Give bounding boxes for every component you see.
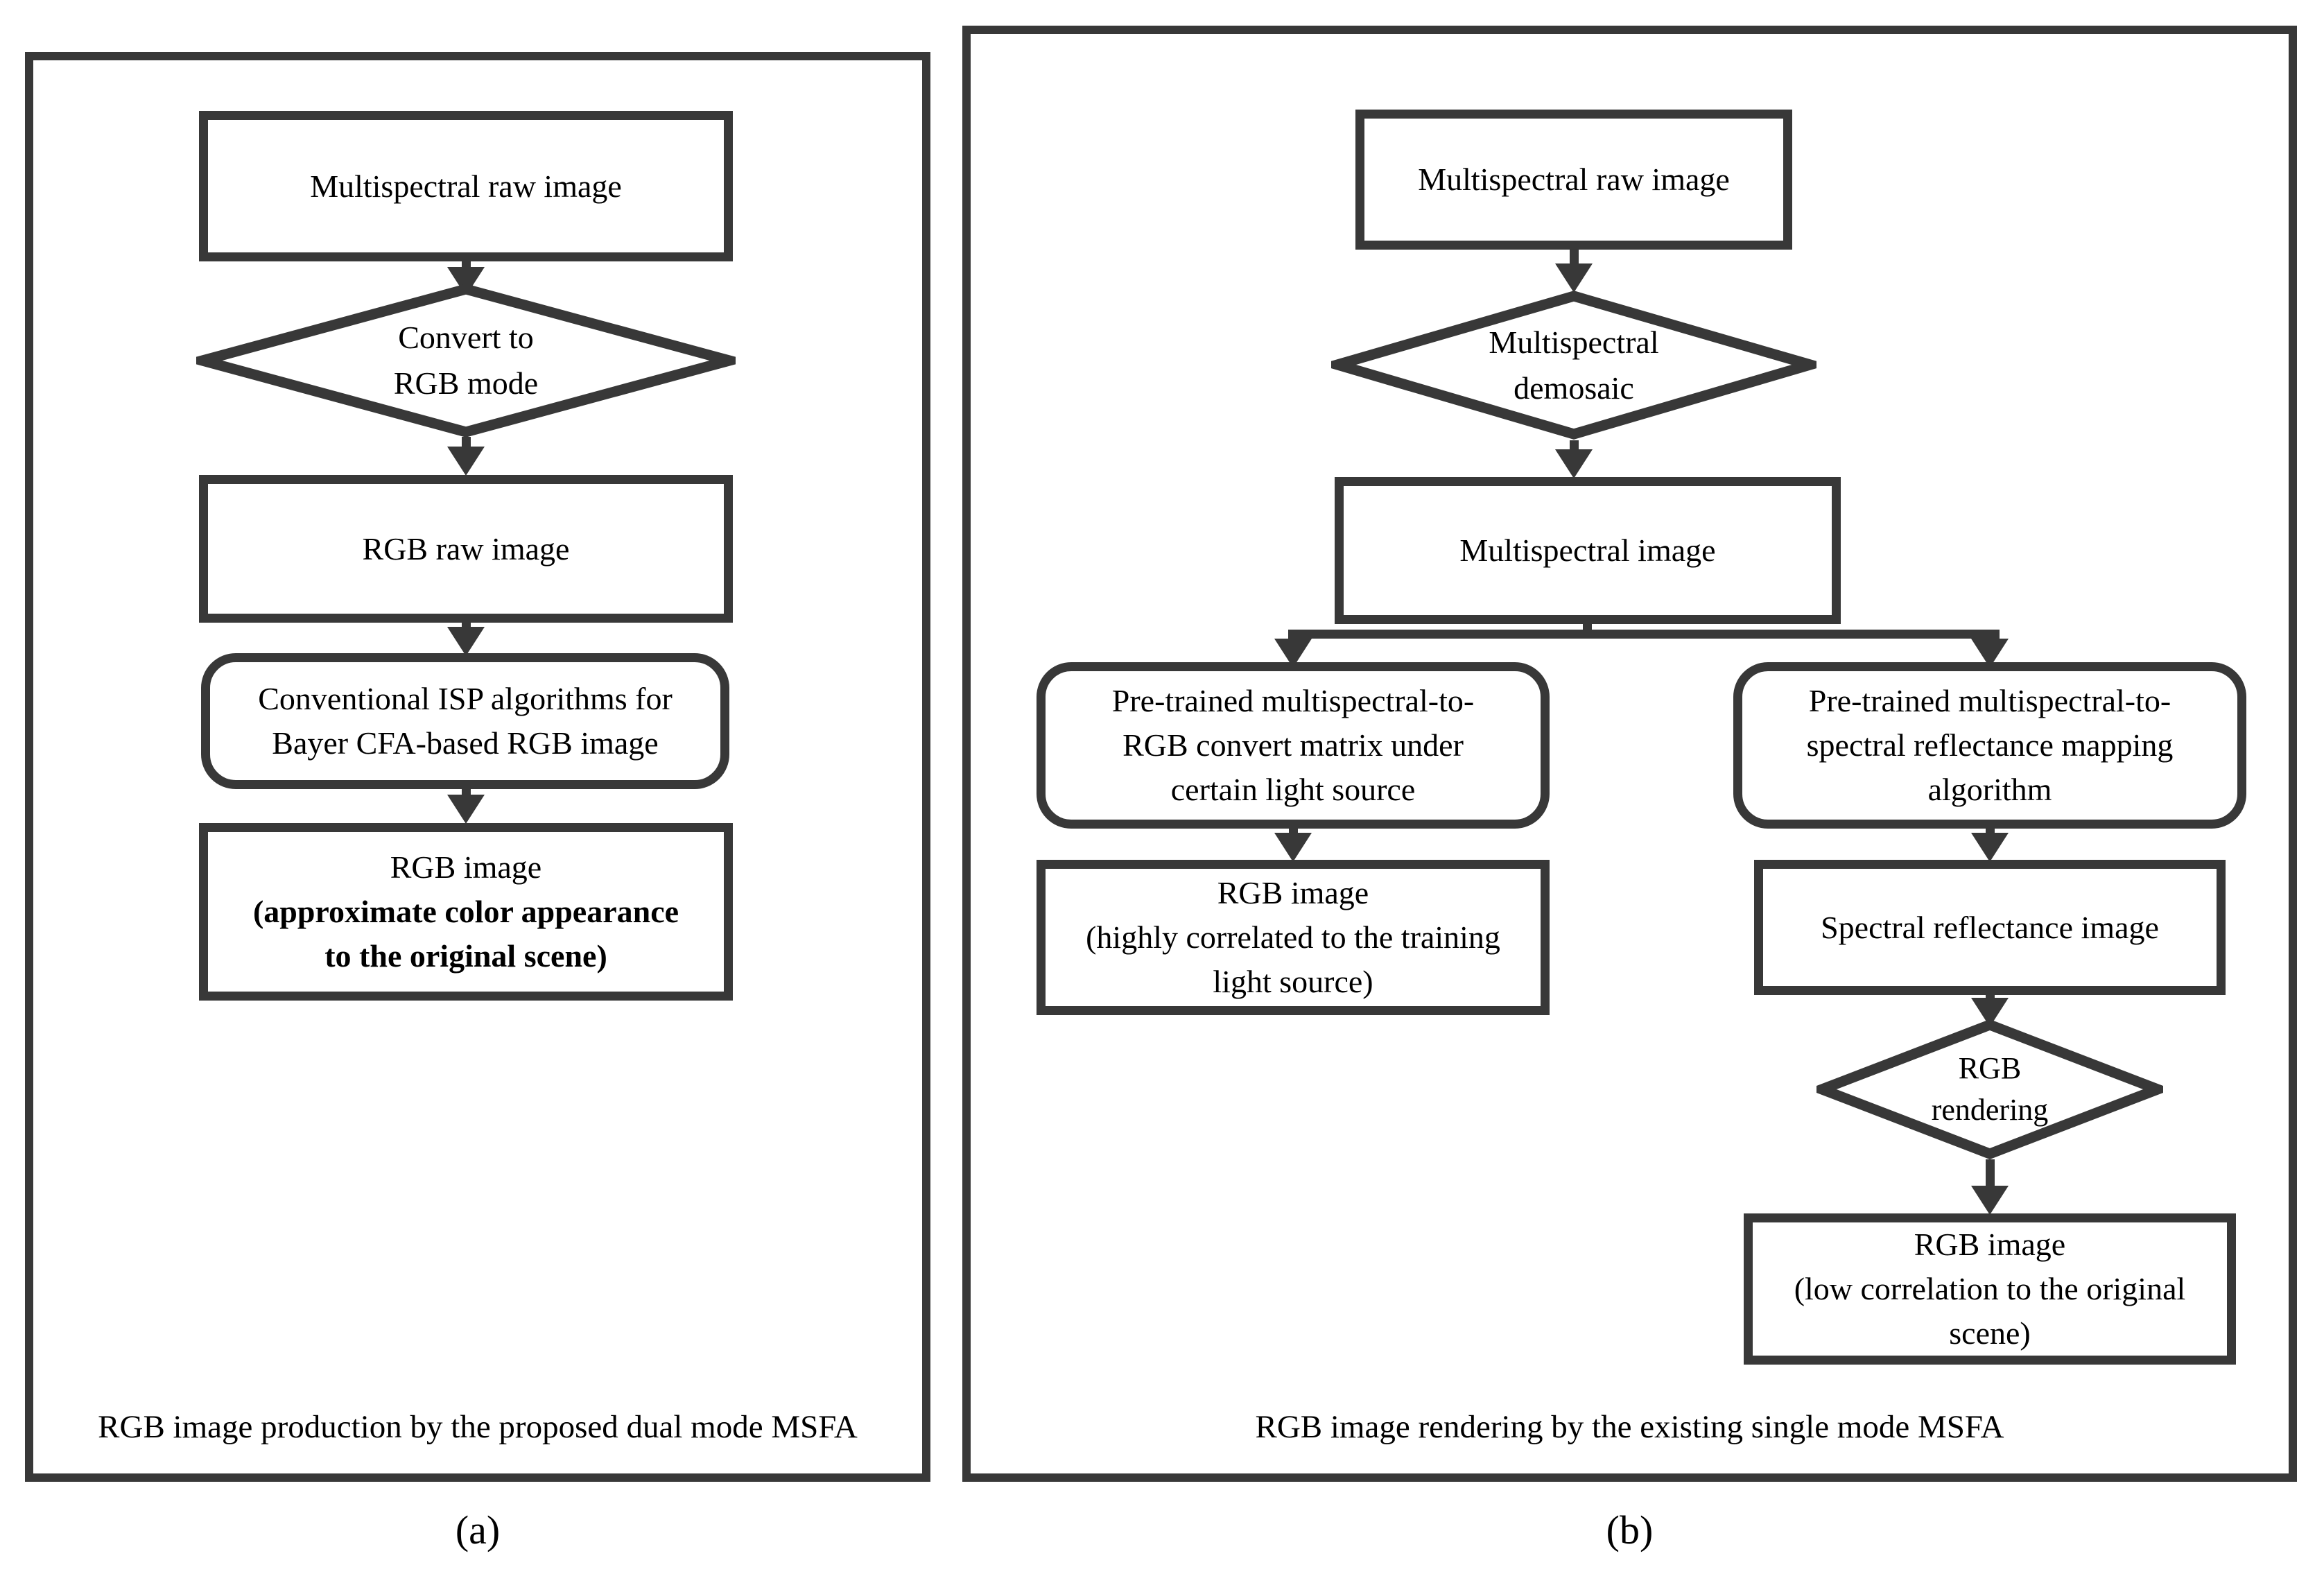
arrow-down-icon	[1971, 1159, 2009, 1215]
node-b-multispectral-raw-image: Multispectral raw image	[1355, 110, 1792, 250]
node-label-line: RGB convert matrix under	[1122, 727, 1464, 763]
node-a-rgb-image-result: RGB image (approximate color appearance …	[199, 823, 733, 1001]
arrow-stem	[1985, 829, 1995, 833]
decision-label-line: demosaic	[1514, 370, 1634, 406]
arrow-head-icon	[1555, 263, 1593, 293]
arrow-head-icon	[447, 627, 485, 656]
decision-label-line: Convert to	[398, 320, 534, 355]
arrow-stem	[461, 789, 471, 795]
arrow-head-icon	[1555, 449, 1593, 478]
arrow-down-icon	[1274, 829, 1312, 862]
node-label-line: Pre-trained multispectral-to-	[1111, 683, 1475, 718]
diamond-outline	[196, 284, 736, 438]
arrow-down-icon	[1971, 829, 2009, 862]
arrow-stem	[1985, 1159, 1995, 1186]
arrow-stem	[461, 623, 471, 627]
decision-a-convert-to-rgb-mode: Convert to RGB mode	[196, 283, 736, 438]
node-label-line: RGB image	[1217, 875, 1369, 910]
decision-b-rgb-rendering: RGB rendering	[1816, 1019, 2163, 1159]
arrow-down-icon	[1555, 440, 1593, 478]
node-label: Spectral reflectance image	[1821, 909, 2159, 945]
arrow-down-icon	[447, 623, 485, 656]
arrow-head-icon	[447, 447, 485, 476]
arrow-stem	[461, 437, 471, 447]
arrow-down-icon	[447, 789, 485, 824]
node-label: Multispectral image	[1459, 533, 1716, 568]
arrow-stem	[461, 261, 471, 267]
node-a-rgb-raw-image: RGB raw image	[199, 475, 733, 623]
diamond-shape	[1331, 291, 1816, 440]
diamond-outline	[1331, 291, 1816, 440]
diamond-shape	[1816, 1019, 2163, 1159]
node-label-line-bold: to the original scene)	[324, 938, 607, 974]
node-label-line: (highly correlated to the training	[1086, 919, 1500, 955]
arrow-stem	[1288, 829, 1298, 833]
decision-label-line: rendering	[1931, 1093, 2049, 1127]
process-b-pretrained-rgb-convert-matrix: Pre-trained multispectral-to- RGB conver…	[1037, 662, 1550, 829]
decision-label: Convert to RGB mode	[196, 283, 736, 438]
panel-b-caption: RGB image rendering by the existing sing…	[1255, 1409, 2004, 1445]
node-label-line: RGB image	[1914, 1227, 2066, 1262]
node-label-line: spectral reflectance mapping	[1806, 727, 2174, 763]
decision-label: RGB rendering	[1816, 1019, 2163, 1159]
arrow-down-icon	[1555, 250, 1593, 293]
node-label-line: scene)	[1949, 1315, 2031, 1351]
node-b-spectral-reflectance-image: Spectral reflectance image	[1754, 860, 2226, 995]
arrow-stem	[1985, 995, 1995, 998]
node-label: Multispectral raw image	[1418, 162, 1730, 197]
panel-a-label: (a)	[455, 1507, 501, 1553]
decision-label-line: RGB	[1958, 1051, 2022, 1085]
node-label-line: (low correlation to the original	[1794, 1271, 2186, 1306]
decision-label-line: Multispectral	[1489, 324, 1659, 360]
node-label-line: certain light source	[1170, 772, 1416, 807]
diamond-shape	[196, 284, 736, 438]
arrow-head-icon	[1971, 1186, 2009, 1215]
panel-b-label: (b)	[1606, 1507, 1654, 1553]
decision-label-line: RGB mode	[393, 365, 539, 401]
node-b-rgb-image-left-result: RGB image (highly correlated to the trai…	[1037, 860, 1550, 1015]
arrow-head-icon	[1971, 833, 2009, 862]
arrow-head-icon	[1274, 833, 1312, 862]
node-label-line: algorithm	[1927, 772, 2052, 807]
split-bar-connector	[1288, 630, 2000, 639]
decision-b-multispectral-demosaic: Multispectral demosaic	[1331, 290, 1816, 440]
node-label-line: light source)	[1213, 964, 1373, 999]
process-a-conventional-isp: Conventional ISP algorithms for Bayer CF…	[201, 653, 729, 789]
diamond-outline	[1816, 1019, 2163, 1159]
node-label-line: Conventional ISP algorithms for	[258, 681, 673, 716]
node-label: RGB raw image	[362, 530, 570, 567]
arrow-stem	[1569, 440, 1579, 449]
arrow-down-icon	[447, 437, 485, 476]
process-b-pretrained-reflectance-mapping: Pre-trained multispectral-to- spectral r…	[1733, 662, 2246, 829]
panel-a-caption: RGB image production by the proposed dua…	[98, 1409, 858, 1445]
arrow-stem	[1569, 250, 1579, 263]
node-label-line: Bayer CFA-based RGB image	[272, 725, 659, 761]
node-label-line: RGB image	[390, 849, 542, 885]
node-a-multispectral-raw-image: Multispectral raw image	[199, 111, 733, 261]
node-label-line: Pre-trained multispectral-to-	[1808, 683, 2171, 718]
node-label: Multispectral raw image	[310, 168, 622, 204]
arrow-head-icon	[447, 795, 485, 824]
node-b-rgb-image-right-result: RGB image (low correlation to the origin…	[1744, 1213, 2236, 1365]
decision-label: Multispectral demosaic	[1331, 290, 1816, 440]
node-b-multispectral-image: Multispectral image	[1335, 477, 1841, 624]
node-label-line-bold: (approximate color appearance	[252, 894, 679, 929]
